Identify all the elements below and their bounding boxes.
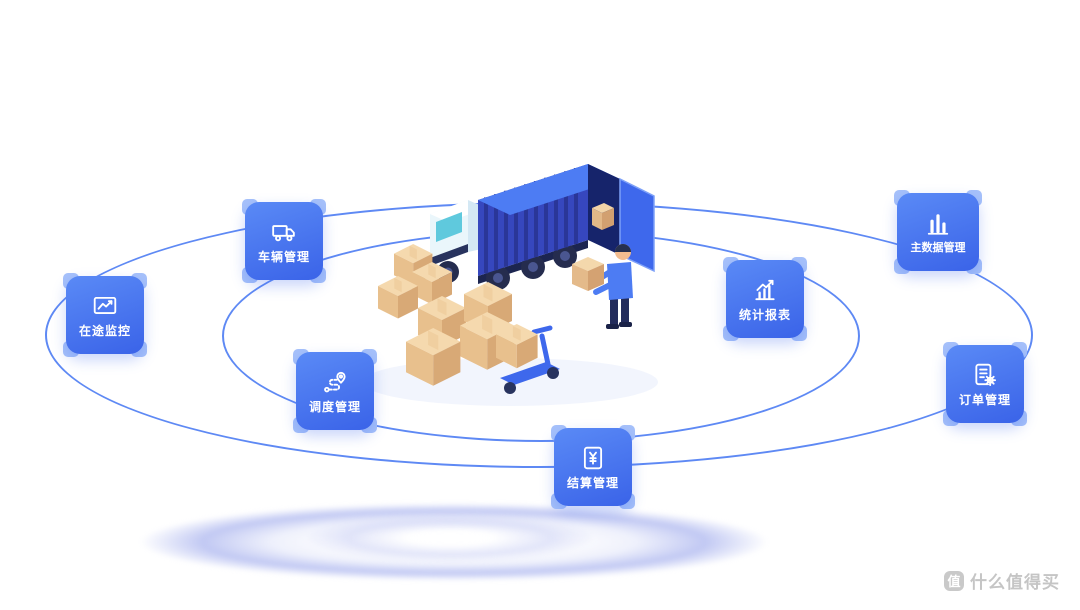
smzdm-logo-icon: 值 (944, 570, 964, 591)
badge-settlement-management[interactable]: 结算管理 (551, 425, 635, 509)
monitor-chart-icon (92, 293, 118, 319)
master-data-icon (925, 211, 951, 237)
order-gear-icon (972, 362, 998, 388)
ground-glow-ellipse (140, 503, 768, 581)
badge-statistics-report[interactable]: 统计报表 (723, 257, 807, 341)
watermark-text: 什么值得买 (970, 573, 1060, 592)
route-pin-icon (322, 369, 348, 395)
ground-glow-inner-ellipse (305, 514, 595, 562)
badge-transit-monitoring[interactable]: 在途监控 (63, 273, 147, 357)
badge-label: 车辆管理 (257, 250, 310, 264)
badge-dispatch-management[interactable]: 调度管理 (293, 349, 377, 433)
badge-order-management[interactable]: 订单管理 (943, 342, 1027, 426)
worker-graphic (572, 244, 633, 329)
watermark-smzdm: 值 什么值得买 (944, 568, 1060, 593)
truck-loading-illustration (360, 140, 680, 420)
badge-label: 订单管理 (958, 393, 1011, 407)
badge-label: 在途监控 (78, 324, 131, 338)
badge-label: 统计报表 (738, 308, 791, 322)
truck-icon (271, 219, 297, 245)
badge-label: 结算管理 (566, 476, 619, 490)
badge-master-data-management[interactable]: 主数据管理 (894, 190, 982, 274)
badge-label: 调度管理 (308, 400, 361, 414)
badge-vehicle-management[interactable]: 车辆管理 (242, 199, 326, 283)
settlement-yuan-icon (580, 445, 606, 471)
truck-graphic (430, 164, 655, 290)
badge-label: 主数据管理 (910, 241, 966, 254)
pallet-jack-graphic (496, 324, 560, 394)
stats-chart-icon (752, 277, 778, 303)
